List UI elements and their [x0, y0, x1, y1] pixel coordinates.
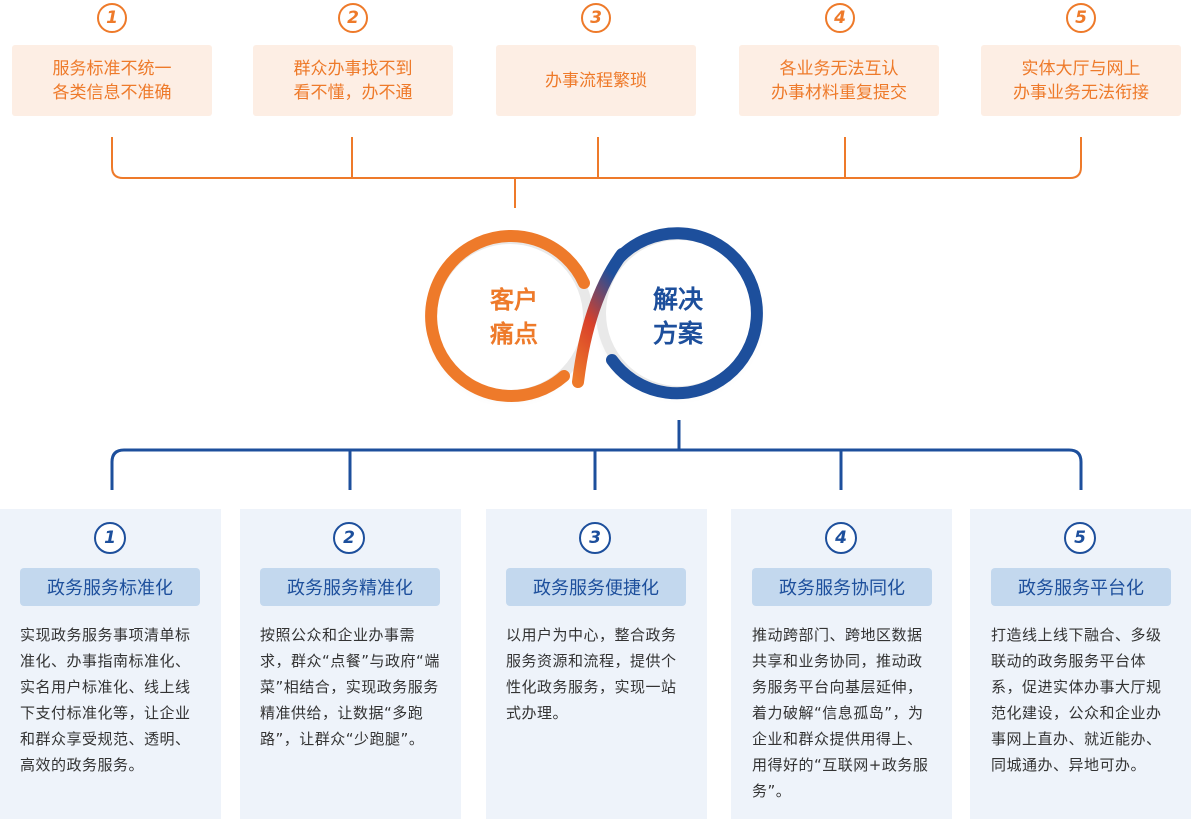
- pain-box-1: 服务标准不统一各类信息不准确: [12, 45, 212, 116]
- solution-number-4: 4: [825, 522, 857, 554]
- solution-title-3: 政务服务便捷化: [506, 568, 686, 606]
- pain-box-3: 办事流程繁琐: [496, 45, 696, 116]
- solution-desc-4: 推动跨部门、跨地区数据共享和业务协同，推动政务服务平台向基层延伸，着力破解“信息…: [752, 626, 929, 800]
- solution-panel-1: [0, 509, 221, 819]
- pain-text-line2: 办事材料重复提交: [771, 82, 907, 103]
- solution-desc-1: 实现政务服务事项清单标准化、办事指南标准化、实名用户标准化、线上线下支付标准化等…: [20, 626, 191, 774]
- solution-label: 解决 方案: [618, 283, 738, 351]
- solution-title-4: 政务服务协同化: [752, 568, 932, 606]
- solution-panel-4: [731, 509, 952, 819]
- pain-text-line1: 办事流程繁琐: [545, 70, 647, 91]
- solution-circle: [596, 227, 763, 400]
- pain-number-2: 2: [338, 3, 368, 33]
- top-bracket: [111, 137, 1082, 208]
- solution-number-1: 1: [94, 522, 126, 554]
- solution-number-3: 3: [579, 522, 611, 554]
- pain-box-4: 各业务无法互认办事材料重复提交: [739, 45, 939, 116]
- solution-desc-3: 以用户为中心，整合政务服务资源和流程，提供个性化政务服务，实现一站式办理。: [506, 626, 677, 722]
- pain-text-line1: 各业务无法互认: [779, 58, 899, 79]
- pain-number-3: 3: [581, 3, 611, 33]
- solution-label-line1: 解决: [652, 285, 703, 314]
- pain-box-2: 群众办事找不到看不懂，办不通: [253, 45, 453, 116]
- circle-bridge: [572, 248, 628, 388]
- solution-title-2: 政务服务精准化: [260, 568, 440, 606]
- solution-title-5: 政务服务平台化: [991, 568, 1171, 606]
- pain-text-line1: 服务标准不统一: [52, 58, 172, 79]
- pain-text-line2: 各类信息不准确: [52, 82, 172, 103]
- solution-label-line2: 方案: [652, 319, 703, 348]
- pain-number-1: 1: [97, 3, 127, 33]
- pain-text-line1: 群众办事找不到: [293, 58, 413, 79]
- pain-label-line2: 痛点: [490, 320, 538, 348]
- solution-panel-5: [970, 509, 1191, 819]
- solution-number-5: 5: [1064, 522, 1096, 554]
- pain-text-line1: 实体大厅与网上: [1021, 58, 1141, 79]
- bottom-bracket: [110, 420, 1083, 490]
- solution-desc-5: 打造线上线下融合、多级联动的政务服务平台体系，促进实体办事大厅规范化建设，公众和…: [991, 626, 1162, 774]
- pain-number-5: 5: [1066, 3, 1096, 33]
- pain-box-5: 实体大厅与网上办事业务无法衔接: [981, 45, 1181, 116]
- pain-label: 客户 痛点: [454, 283, 574, 351]
- pain-label-line1: 客户: [490, 286, 538, 314]
- solution-desc-2: 按照公众和企业办事需求，群众“点餐”与政府“端菜”相结合，实现政务服务精准供给，…: [260, 626, 440, 748]
- pain-text-line2: 看不懂，办不通: [293, 82, 413, 103]
- solution-title-1: 政务服务标准化: [20, 568, 200, 606]
- pain-text-line2: 办事业务无法衔接: [1013, 82, 1149, 103]
- solution-panel-3: [486, 509, 707, 819]
- solution-number-2: 2: [333, 522, 365, 554]
- pain-number-4: 4: [825, 3, 855, 33]
- solution-panel-2: [240, 509, 461, 819]
